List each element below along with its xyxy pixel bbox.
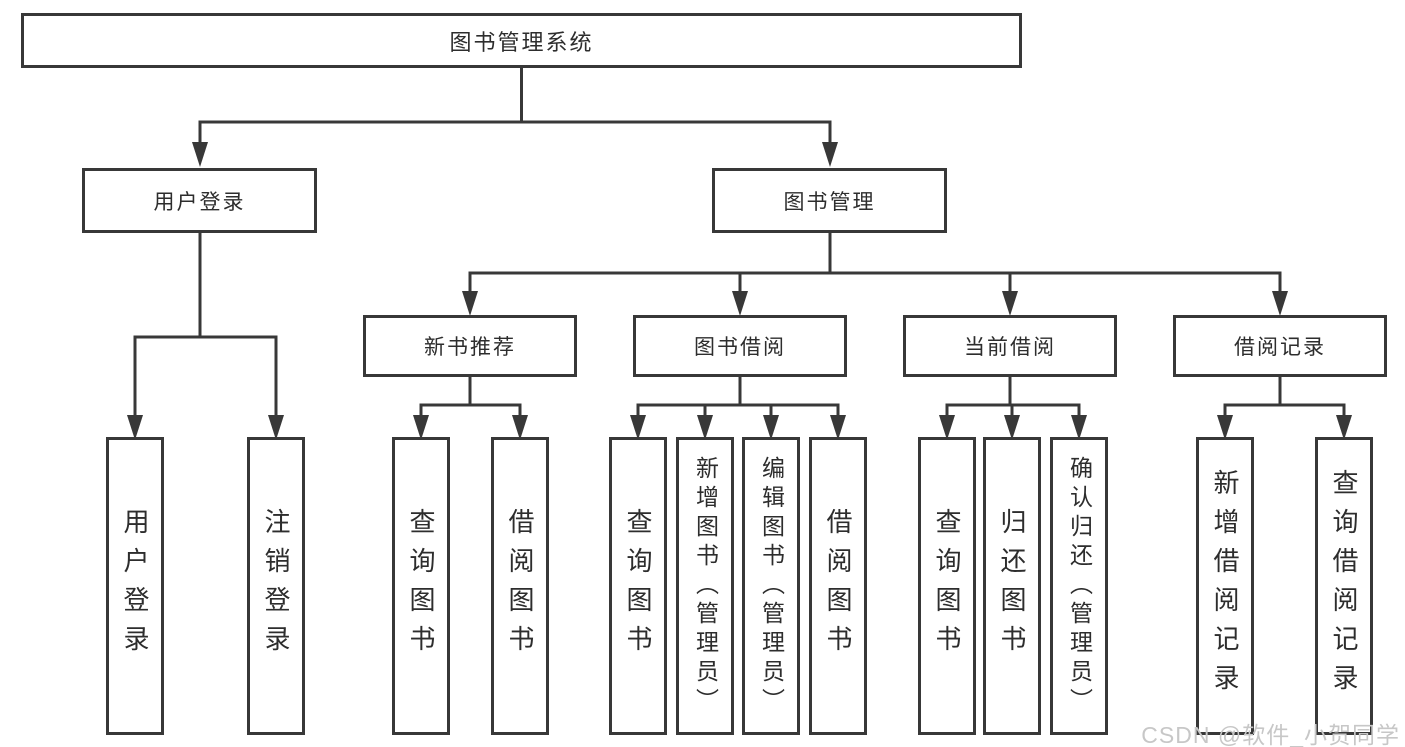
leaf-confirm-return-admin-label: 确认归还（管理员）: [1066, 455, 1093, 717]
node-user-login: 用户登录: [82, 168, 317, 233]
node-library-system: 图书管理系统: [21, 13, 1022, 68]
leaf-return-books: 归还图书: [983, 437, 1041, 735]
leaf-borrow-books: 借阅图书: [809, 437, 867, 735]
leaf-query-borrow-record-label: 查询借阅记录: [1329, 469, 1359, 703]
leaf-confirm-return-admin: 确认归还（管理员）: [1050, 437, 1108, 735]
leaf-logout-label: 注销登录: [261, 508, 291, 664]
csdn-watermark: CSDN @软件_小贺同学: [1141, 722, 1400, 747]
leaf-query-books-borrow-label: 查询图书: [623, 508, 653, 664]
leaf-logout: 注销登录: [247, 437, 305, 735]
leaf-add-borrow-record: 新增借阅记录: [1196, 437, 1254, 735]
leaf-edit-books-admin-label: 编辑图书（管理员）: [758, 455, 785, 717]
node-current-borrow: 当前借阅: [903, 315, 1117, 377]
leaf-query-books-current: 查询图书: [918, 437, 976, 735]
node-borrow-records: 借阅记录: [1173, 315, 1387, 377]
leaf-edit-books-admin: 编辑图书（管理员）: [742, 437, 800, 735]
leaf-user-login-label: 用户登录: [120, 508, 150, 664]
leaf-query-books-borrow: 查询图书: [609, 437, 667, 735]
node-book-borrow: 图书借阅: [633, 315, 847, 377]
node-book-management: 图书管理: [712, 168, 947, 233]
arrowheads: [127, 142, 1352, 440]
leaf-borrow-books-label: 借阅图书: [823, 508, 853, 664]
node-new-book-recommend: 新书推荐: [363, 315, 577, 377]
leaf-user-login: 用户登录: [106, 437, 164, 735]
leaf-query-books-recommend: 查询图书: [392, 437, 450, 735]
leaf-borrow-books-recommend: 借阅图书: [491, 437, 549, 735]
leaf-add-books-admin: 新增图书（管理员）: [676, 437, 734, 735]
leaf-return-books-label: 归还图书: [997, 508, 1027, 664]
leaf-query-books-current-label: 查询图书: [932, 508, 962, 664]
leaf-add-borrow-record-label: 新增借阅记录: [1210, 469, 1240, 703]
leaf-query-books-recommend-label: 查询图书: [406, 508, 436, 664]
leaf-add-books-admin-label: 新增图书（管理员）: [692, 455, 719, 717]
leaf-query-borrow-record: 查询借阅记录: [1315, 437, 1373, 735]
leaf-borrow-books-recommend-label: 借阅图书: [505, 508, 535, 664]
